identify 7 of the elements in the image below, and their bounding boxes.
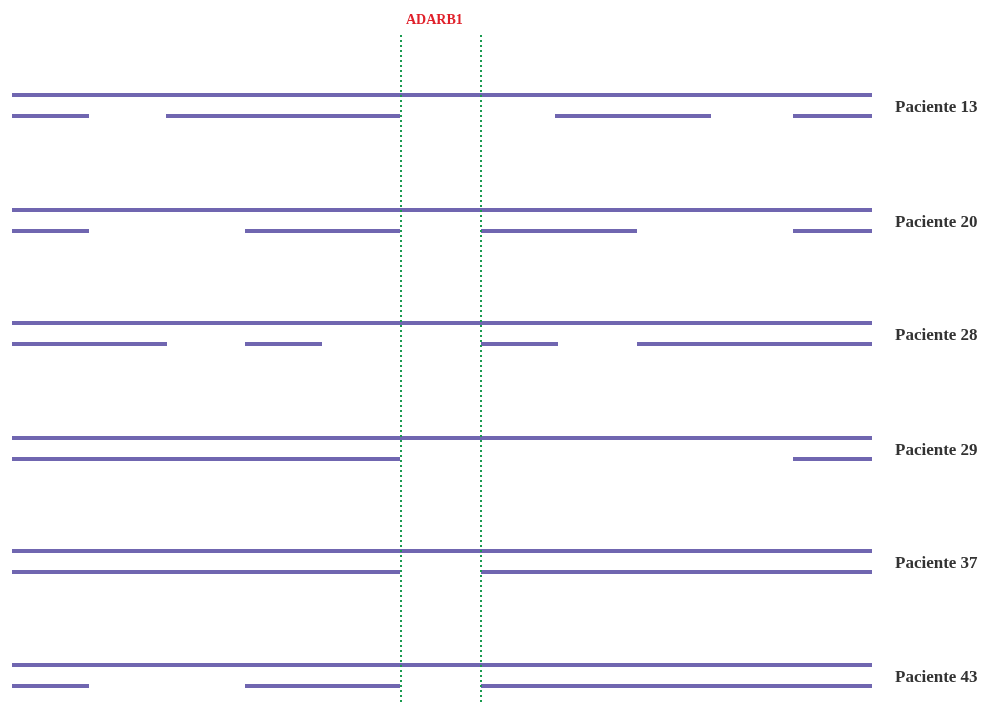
patient-label: Paciente 20: [895, 213, 978, 230]
patient-label: Paciente 37: [895, 554, 978, 571]
gene-label: ADARB1: [406, 13, 463, 27]
patient-label: Paciente 28: [895, 326, 978, 343]
patient-label: Paciente 29: [895, 441, 978, 458]
patient-label: Paciente 13: [895, 98, 978, 115]
patient-label: Paciente 43: [895, 668, 978, 685]
